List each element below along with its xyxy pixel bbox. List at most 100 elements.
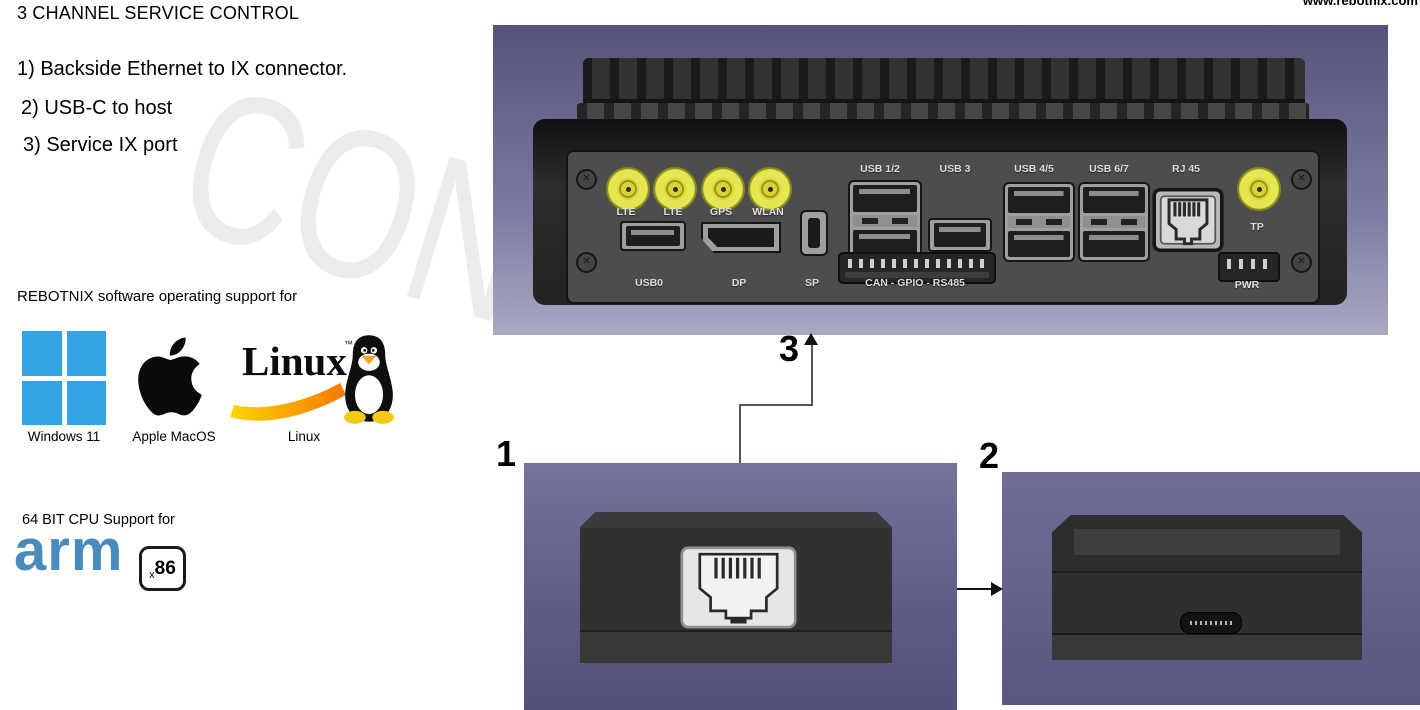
enclosure-bottom <box>1052 635 1362 660</box>
gps-antenna-connector <box>701 167 745 211</box>
usb12-label: USB 1/2 <box>860 163 900 175</box>
gps-label: GPS <box>709 206 733 218</box>
channel-item-1: 1) Backside Ethernet to IX connector. <box>17 58 348 80</box>
enclosure-recess-band <box>1074 529 1340 555</box>
sma-pin <box>672 186 678 192</box>
callout3-arrow-segment <box>811 342 813 404</box>
usb67-label: USB 6/7 <box>1089 163 1129 175</box>
linux-trademark: ™ <box>344 339 353 349</box>
usb6-port <box>1083 187 1145 213</box>
lte-antenna-connector <box>606 167 650 211</box>
usb0-port <box>620 221 686 251</box>
tp-label: TP <box>1250 221 1264 233</box>
wlan-antenna-connector <box>748 167 792 211</box>
sp-service-port <box>800 210 828 256</box>
channel-item-3: 3) Service IX port <box>23 134 178 156</box>
lte-antenna-connector <box>653 167 697 211</box>
terminal-pins <box>848 259 986 268</box>
usb0-label: USB0 <box>634 277 663 289</box>
usb45-port-stack <box>1003 182 1075 262</box>
linux-swoosh-icon <box>230 383 346 421</box>
ix-enclosure <box>580 512 892 663</box>
linux-wordmark: Linux <box>242 338 347 384</box>
tp-antenna-connector <box>1237 167 1281 211</box>
heatsink-fins-upper <box>583 58 1305 106</box>
arm-logo: arm <box>14 518 124 583</box>
sp-label: SP <box>804 277 819 289</box>
sma-pin <box>1256 186 1262 192</box>
callout3-arrow-segment <box>739 404 813 406</box>
sma-pin <box>720 186 726 192</box>
linux-label: Linux <box>287 429 321 444</box>
sp-port-slot <box>808 218 820 248</box>
usb67-port-stack <box>1078 182 1150 262</box>
enclosure-seam-lower <box>1052 633 1362 635</box>
terminal-groove <box>845 272 989 278</box>
windows-pane <box>22 331 62 376</box>
windows-pane <box>66 331 106 376</box>
rj45-jack <box>680 546 797 629</box>
cpu-support-heading: 64 BIT CPU Support for <box>22 512 175 528</box>
x86-num: 86 <box>154 557 176 579</box>
enclosure-seam <box>580 630 892 632</box>
lte-label: LTE <box>616 206 636 218</box>
windows-pane <box>66 380 106 425</box>
usb1-port <box>853 185 917 212</box>
callout-2: 2 <box>979 435 1000 476</box>
usbc-enclosure <box>1052 515 1362 660</box>
pwr-connector <box>1218 252 1280 282</box>
pwr-pins <box>1227 259 1271 269</box>
windows-label: Windows 11 <box>27 429 101 444</box>
rear-panel-render: LTE LTE GPS WLAN TP USB 1/2 USB 3 USB 4/… <box>493 25 1388 335</box>
lte-label: LTE <box>663 206 683 218</box>
screw-icon <box>1291 252 1312 273</box>
page-title: 3 CHANNEL SERVICE CONTROL <box>17 3 300 23</box>
can-gpio-rs485-connector <box>838 252 996 284</box>
sma-pin <box>767 186 773 192</box>
apple-logo-icon <box>138 337 202 416</box>
usb7-port <box>1083 231 1145 257</box>
usbc-pins <box>1190 621 1232 625</box>
usb3-port <box>928 218 992 252</box>
usb3-label: USB 3 <box>939 163 971 175</box>
can-gpio-rs485-label: CAN - GPIO - RS485 <box>865 277 965 289</box>
usbc-port <box>1180 612 1242 634</box>
dp-label: DP <box>731 277 747 289</box>
usb0-port-slot <box>626 226 680 246</box>
screw-icon <box>576 169 597 190</box>
up-arrow-icon <box>804 333 818 345</box>
enclosure-top-face <box>580 512 892 528</box>
usb-stack-latch <box>853 215 917 227</box>
linux-logo-lockup: Linux ™ <box>230 329 398 427</box>
usb4-port <box>1008 187 1070 213</box>
callout-1: 1 <box>496 433 517 474</box>
enclosure-seam <box>1052 571 1362 573</box>
software-support-heading: REBOTNIX software operating support for <box>17 288 298 305</box>
usb45-label: USB 4/5 <box>1014 163 1054 175</box>
windows-pane <box>22 380 62 425</box>
displayport-port <box>701 222 781 253</box>
callout3-arrow-segment <box>739 404 741 463</box>
tux-penguin-icon <box>344 335 394 424</box>
usb3-port-slot <box>934 223 986 247</box>
x86-sub: x <box>149 569 155 581</box>
wlan-label: WLAN <box>752 206 784 218</box>
website-link[interactable]: www.rebotnix.com <box>1302 0 1418 8</box>
ethernet-ix-connector-render <box>524 463 957 710</box>
windows-logo-icon <box>22 331 106 425</box>
sma-pin <box>625 186 631 192</box>
callout-3: 3 <box>779 328 800 369</box>
screw-icon <box>1291 169 1312 190</box>
device1-to-device2-arrow-line <box>957 588 993 590</box>
right-arrow-icon <box>991 582 1003 596</box>
channel-item-2: 2) USB-C to host <box>21 97 173 119</box>
screw-icon <box>576 252 597 273</box>
usbc-host-render <box>1002 472 1420 705</box>
usb-stack-latch <box>1008 216 1070 228</box>
usb5-port <box>1008 231 1070 257</box>
enclosure-bottom <box>580 632 892 663</box>
rj45-port <box>1152 188 1224 252</box>
displayport-slot <box>708 228 774 247</box>
